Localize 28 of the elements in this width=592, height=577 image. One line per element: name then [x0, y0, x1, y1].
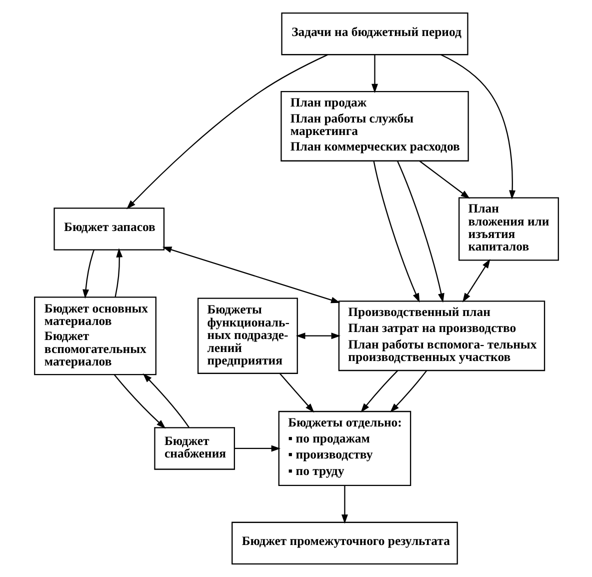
arrow — [162, 246, 340, 304]
arrow — [113, 374, 166, 429]
arrow — [126, 54, 328, 210]
arrow — [340, 486, 348, 524]
arrow — [396, 160, 444, 303]
node-box: Задачи на бюджетный период — [280, 12, 468, 56]
node-box: План вложения или изъятия капиталов — [458, 197, 558, 261]
node-box: План продаж План работы службы маркетинга План коммерческих расходов — [280, 91, 468, 162]
arrow — [372, 161, 420, 303]
node-box: Бюджет основных материалов Бюджет вспомогательных материалов — [34, 296, 156, 376]
arrow — [360, 370, 398, 412]
node-box: Производственный план План затрат на производство План работы вспомога- тельных производственных участков — [338, 300, 545, 372]
arrow — [234, 445, 280, 452]
arrow — [390, 370, 427, 412]
node-box: Бюджеты отдельно: ▪ по продажам ▪ производству ▪ по труду — [278, 410, 411, 486]
arrow — [440, 54, 516, 200]
arrow — [418, 160, 470, 199]
arrow — [278, 373, 314, 413]
arrow — [295, 332, 340, 340]
arrow — [142, 373, 189, 428]
arrow — [82, 250, 94, 299]
node-box: Бюджет запасов — [53, 208, 164, 250]
arrow — [462, 258, 490, 302]
node-box: Бюджет промежуточного результата — [231, 522, 458, 565]
arrow — [114, 248, 122, 298]
node-box: Бюджеты функциональ- ных подразде- лений предприятия — [196, 298, 298, 374]
node-box: Бюджет снабжения — [154, 427, 234, 470]
arrow — [371, 54, 378, 94]
